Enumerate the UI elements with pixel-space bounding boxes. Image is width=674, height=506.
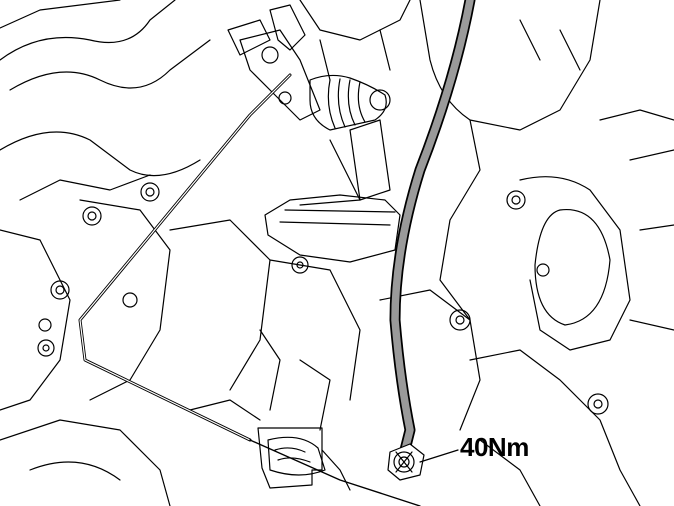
torque-spec-label: 40Nm (460, 432, 529, 462)
rod-connector-bracket (257, 427, 351, 491)
cable-terminal-nut (387, 443, 425, 481)
gear-shift-mechanism (227, 4, 401, 263)
ground-cable (389, 0, 476, 456)
torque-leader-line (419, 449, 459, 463)
bolt-heads (37, 182, 609, 415)
shift-rod (78, 73, 421, 506)
